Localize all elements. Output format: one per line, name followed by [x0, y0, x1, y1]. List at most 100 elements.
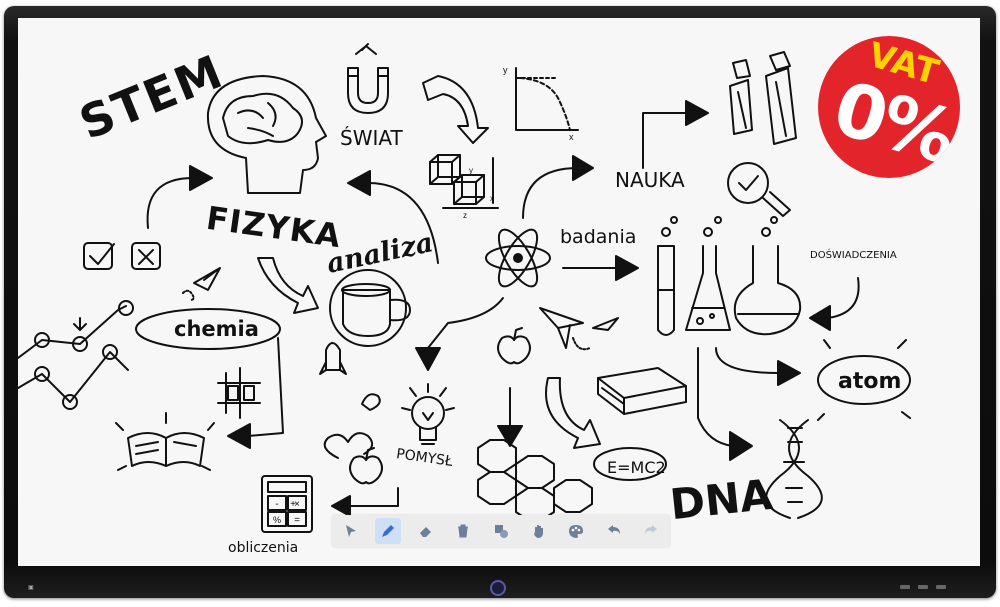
hand-icon	[533, 525, 543, 538]
connector-line	[642, 112, 689, 169]
lab-flasks-icon	[657, 216, 802, 336]
line-chart-icon	[18, 300, 134, 410]
arrow-head	[347, 170, 371, 196]
arrow-head	[189, 165, 213, 191]
calc-key-times: ×	[294, 499, 300, 510]
redo-button[interactable]	[638, 518, 664, 544]
palette-tool-button[interactable]	[563, 518, 589, 544]
connector-line	[247, 337, 284, 437]
arrow-head	[497, 425, 523, 447]
books-icon	[597, 367, 687, 415]
atom-ellipse	[817, 355, 911, 405]
eraser-icon	[419, 527, 431, 537]
arrow-head	[331, 495, 351, 517]
calc-key-percent: %	[273, 515, 281, 525]
undo-button[interactable]	[601, 518, 627, 544]
magnifier-icon	[727, 162, 791, 217]
atom-icon	[485, 228, 551, 288]
emc-ellipse	[593, 447, 667, 481]
graph-y-label: y	[503, 65, 508, 75]
calc-key-minus: -	[275, 499, 278, 510]
palette-icon	[569, 525, 584, 538]
pen-icon	[382, 525, 395, 537]
graph-icon	[515, 67, 579, 131]
connector-line	[697, 347, 734, 447]
label-swiat: ŚWIAT	[340, 126, 403, 150]
display-bottom-bar: ▣	[4, 570, 996, 600]
undo-icon	[607, 525, 620, 534]
calc-key-equals: =	[294, 515, 300, 526]
label-obliczenia: obliczenia	[228, 540, 299, 556]
calc-key-plus: +	[290, 499, 296, 510]
paper-plane-icon	[182, 267, 221, 301]
cube-y-label: y	[469, 166, 473, 175]
hand-tool-button[interactable]	[526, 518, 552, 544]
apple-icon	[497, 327, 531, 365]
trash-tool-button[interactable]	[450, 518, 476, 544]
connector-line	[367, 182, 439, 264]
open-book-icon	[115, 412, 215, 471]
arrow-head	[615, 255, 639, 281]
cubes-icon	[429, 154, 499, 209]
rocket-icon	[319, 342, 381, 459]
hexagon-pattern	[477, 439, 593, 521]
brand-logo-icon: ▣	[28, 585, 34, 591]
arrow-head	[809, 305, 831, 331]
label-nauka: NAUKA	[615, 168, 685, 192]
atom-rays	[817, 339, 911, 421]
brain-head-icon	[206, 75, 327, 194]
lightbulb-icon	[401, 383, 455, 445]
arrow-head	[572, 155, 594, 181]
arrow-head	[415, 347, 441, 371]
arrow-head	[729, 431, 753, 461]
label-doswiadczenia: DOŚWIADCZENIA	[810, 250, 897, 261]
vat-percent: 0%	[824, 65, 960, 178]
shapes-tool-button[interactable]	[488, 518, 514, 544]
vat-badge: VAT 0%	[818, 36, 960, 178]
curved-arrow	[422, 75, 489, 144]
chemia-ellipse	[135, 308, 281, 350]
connector-line	[522, 167, 579, 219]
eraser-tool-button[interactable]	[413, 518, 439, 544]
label-badania: badania	[560, 226, 637, 248]
dna-icon	[765, 419, 823, 519]
select-tool-button[interactable]	[338, 518, 364, 544]
arrow-head	[685, 100, 709, 126]
cube-z-label: z	[463, 211, 467, 220]
exclamation-icon	[729, 51, 797, 145]
curved-arrow	[545, 377, 601, 449]
whiteboard-drawing: y x y x z	[18, 43, 911, 533]
hardware-button[interactable]	[918, 585, 928, 589]
connector-line	[146, 177, 194, 229]
connector-line	[715, 347, 779, 374]
hardware-button[interactable]	[900, 585, 910, 589]
graph-x-label: x	[569, 132, 574, 142]
camera-icon	[490, 580, 506, 596]
coffee-mug-icon	[329, 269, 411, 347]
curved-arrow	[257, 257, 319, 314]
cube-x-label: x	[490, 194, 494, 203]
select-icon	[345, 525, 356, 537]
circuit-icon	[217, 367, 261, 419]
connector-line	[827, 277, 860, 319]
pen-tool-button[interactable]	[375, 518, 402, 544]
apple-icon	[349, 447, 383, 485]
checkbox-icons	[83, 242, 161, 270]
redo-icon	[645, 525, 658, 534]
whiteboard-canvas[interactable]: y x y x z	[18, 18, 980, 566]
label-atom: atom	[838, 369, 902, 394]
arrow-head	[777, 360, 801, 386]
magnet-icon	[347, 43, 389, 114]
hardware-button[interactable]	[936, 585, 946, 589]
trash-icon	[458, 524, 469, 538]
connector-line	[427, 297, 504, 349]
whiteboard-toolbar	[332, 515, 670, 547]
arrow-head	[227, 423, 251, 449]
calculator-icon	[261, 475, 313, 533]
label-emc: E=MC2	[607, 458, 666, 477]
shapes-icon	[494, 525, 508, 538]
connector-line	[347, 487, 399, 507]
label-chemia: chemia	[174, 317, 259, 341]
paper-plane-icon	[539, 307, 619, 351]
